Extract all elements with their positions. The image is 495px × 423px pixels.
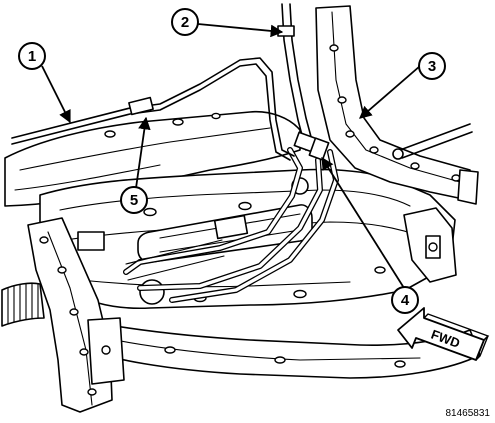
mount-bracket-right bbox=[403, 207, 457, 283]
vertical-line-routing bbox=[277, 3, 330, 161]
rail-hole bbox=[394, 360, 406, 368]
frame-hole bbox=[87, 388, 97, 396]
frame-bracket bbox=[77, 231, 105, 251]
callout-3: 3 bbox=[418, 52, 446, 80]
frame-hole bbox=[69, 308, 79, 316]
figure-code: 81465831 bbox=[446, 408, 491, 419]
frame-hole bbox=[104, 130, 116, 138]
crossmember-hole bbox=[238, 201, 252, 211]
callout-leaders bbox=[41, 23, 421, 289]
forward-direction-arrow: FWD bbox=[397, 307, 490, 361]
callout-5-label: 5 bbox=[130, 192, 138, 209]
frame-hole bbox=[329, 44, 339, 52]
frame-hole bbox=[79, 348, 89, 356]
frame-hole bbox=[345, 130, 355, 138]
rail-hole bbox=[274, 356, 286, 364]
crossmember-hole bbox=[293, 289, 307, 299]
leader-3 bbox=[359, 65, 421, 119]
frame-hole bbox=[39, 236, 49, 244]
callout-1: 1 bbox=[18, 42, 46, 70]
line-clip bbox=[128, 96, 154, 116]
frame-hole bbox=[211, 112, 221, 120]
leader-5 bbox=[135, 116, 151, 189]
frame-hole bbox=[410, 162, 420, 170]
gear-fitting bbox=[139, 279, 165, 305]
callout-2-label: 2 bbox=[181, 14, 189, 31]
callout-4-label: 4 bbox=[401, 292, 410, 309]
callout-3-label: 3 bbox=[428, 58, 436, 75]
frame-hole bbox=[57, 266, 67, 274]
callout-5: 5 bbox=[120, 186, 148, 214]
tie-rod bbox=[392, 123, 473, 160]
line-retainer bbox=[308, 137, 330, 161]
frame-hole bbox=[337, 96, 347, 104]
crossmember-hole bbox=[374, 266, 386, 274]
upper-line-routing bbox=[11, 57, 295, 161]
callout-1-label: 1 bbox=[28, 48, 36, 65]
frame-hole bbox=[172, 118, 184, 126]
leader-1 bbox=[41, 65, 71, 124]
corrugated-hose bbox=[1, 282, 45, 327]
leader-2 bbox=[197, 23, 284, 38]
callout-4: 4 bbox=[391, 286, 419, 314]
leader-4 bbox=[321, 156, 405, 289]
mount-bracket-lower bbox=[87, 317, 125, 385]
right-frame-rail bbox=[315, 5, 479, 205]
hydraulic-lines bbox=[123, 147, 339, 303]
frame-hole bbox=[369, 146, 379, 154]
steering-gear bbox=[137, 177, 313, 305]
callout-2: 2 bbox=[171, 8, 199, 36]
crossmember-hole bbox=[143, 207, 157, 217]
rail-hole bbox=[164, 346, 176, 354]
